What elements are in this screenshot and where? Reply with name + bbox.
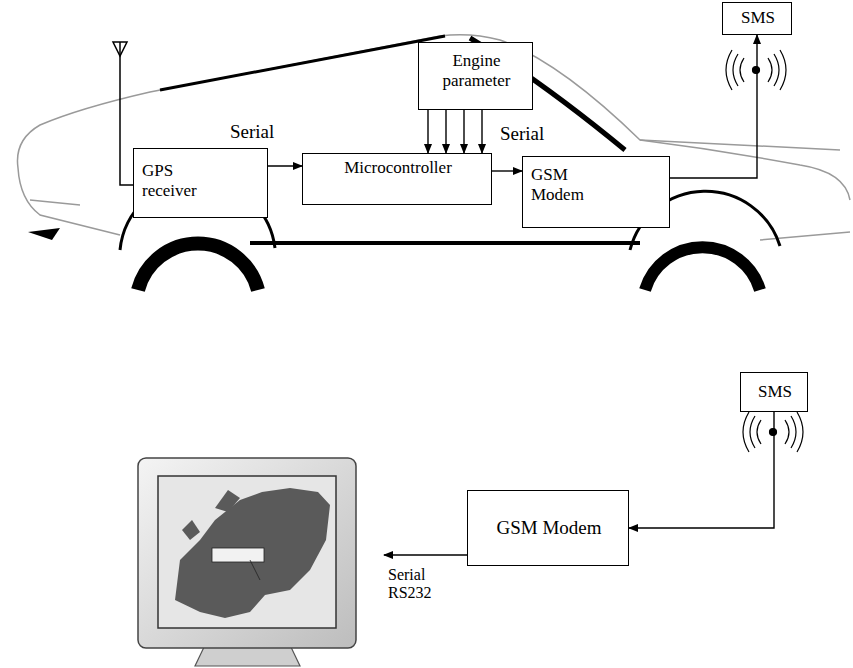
connector-arrow <box>629 412 774 528</box>
connector-arrow <box>268 166 302 167</box>
box-label: Engine parameter <box>429 51 524 90</box>
edge-label: Serial <box>228 122 276 143</box>
front-accent <box>28 228 60 240</box>
connector-arrow <box>428 110 482 153</box>
antenna-waves <box>743 412 803 452</box>
box-label: GSM Modem <box>531 165 601 204</box>
antenna-waves <box>726 50 786 90</box>
modem-box: GSM Modem <box>467 490 629 566</box>
connector-line <box>629 412 774 528</box>
box-label: SMS <box>731 8 785 28</box>
computer-monitor <box>138 458 356 666</box>
connector-arrow <box>670 35 757 178</box>
process-box: GPS receiver <box>133 148 268 218</box>
car-body <box>17 35 850 240</box>
connector-line <box>427 110 428 153</box>
sill-line <box>250 241 640 245</box>
box-label: GSM Modem <box>476 517 622 539</box>
message-box: SMS <box>722 2 792 35</box>
process-box: Microcontroller <box>302 153 492 205</box>
modem-box: GSM Modem <box>522 156 670 228</box>
connector-arrow <box>492 171 522 172</box>
message-box: SMS <box>740 372 808 412</box>
gps-antenna <box>113 42 133 185</box>
input-box: Engine parameter <box>418 42 533 110</box>
connector-line <box>492 170 522 171</box>
roof-line <box>160 36 445 90</box>
connection-label: Serial RS232 <box>386 566 460 601</box>
box-label: SMS <box>749 382 801 402</box>
box-label: Microcontroller <box>311 158 485 178</box>
connector-line <box>670 35 757 178</box>
connector-line <box>268 165 302 166</box>
connector-line <box>445 110 446 153</box>
connector-line <box>463 110 464 153</box>
box-label: GPS receiver <box>142 161 212 200</box>
serial-arrow <box>384 554 467 555</box>
edge-label: Serial <box>498 124 546 145</box>
connector-line <box>481 110 482 153</box>
